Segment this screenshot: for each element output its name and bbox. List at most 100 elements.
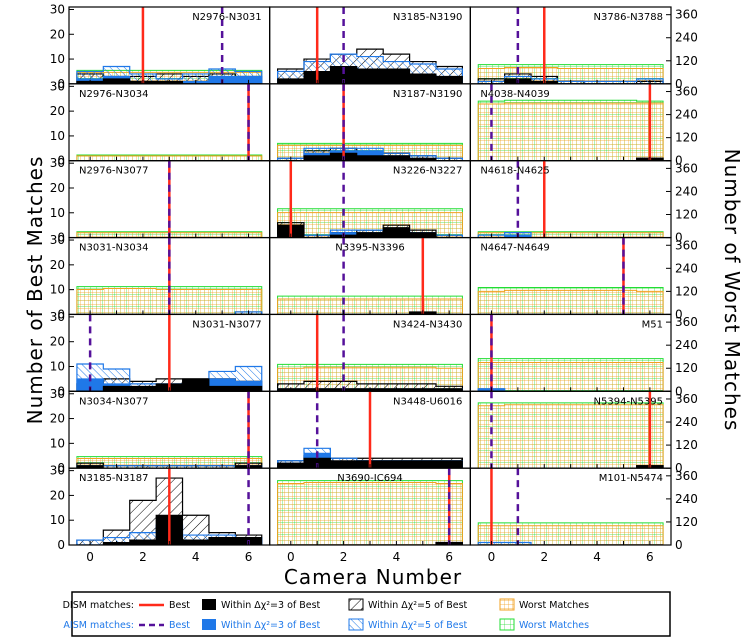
panel-plot-area [76, 237, 263, 315]
right-tick-label: 240 [675, 492, 698, 506]
panel-pair-label: N2976-N3031 [192, 12, 261, 23]
left-tick-label: 10 [50, 52, 65, 66]
right-tick-label: 360 [675, 392, 698, 406]
panel-n3448-u6016: N3448-U6016 [269, 390, 471, 469]
right-tick-label: 360 [675, 8, 698, 22]
legend-dism-worst-swatch [499, 598, 515, 611]
panel-plot-area [477, 391, 664, 469]
dism-within3-histogram [277, 224, 463, 238]
left-tick-label: 10 [50, 359, 65, 373]
panel-n3185-n3187: N3185-N3187 [68, 467, 271, 546]
panel-plot-area [276, 391, 464, 469]
left-tick-label: 10 [50, 129, 65, 143]
right-tick-label: 120 [675, 208, 698, 222]
panel-n3395-n3396: N3395-N3396 [269, 236, 471, 316]
legend: DISM matches: Best Within Δχ²=3 of Best … [63, 591, 671, 637]
left-tick-label: 0 [57, 154, 65, 168]
left-tick-label: 10 [50, 206, 65, 220]
panel-pair-label: N3226-N3227 [393, 166, 462, 177]
x-tick-label: 0 [488, 550, 496, 564]
panel-pair-label: M101-N5474 [599, 473, 663, 484]
left-tick-label: 30 [50, 79, 65, 93]
panel-plot-area [76, 468, 263, 545]
y-axis-title-right: Number of Worst Matches [720, 149, 744, 432]
left-tick-label: 10 [50, 283, 65, 297]
dism-worst-histogram [477, 102, 664, 161]
panel-plot-area [477, 468, 664, 545]
dism-worst-histogram [277, 298, 463, 315]
legend-aism-worst-swatch [499, 618, 515, 631]
panel-plot-area [477, 237, 664, 315]
x-axis-title: Camera Number [284, 565, 462, 589]
legend-frame [71, 591, 671, 637]
right-tick-label: 0 [675, 77, 683, 91]
x-tick-label: 2 [139, 550, 147, 564]
legend-dism-best-label: Best [169, 600, 190, 611]
legend-aism-within5-swatch [348, 618, 364, 631]
left-tick-label: 0 [57, 231, 65, 245]
left-tick-label: 20 [50, 335, 65, 349]
x-tick-label: 4 [393, 550, 401, 564]
left-tick-label: 10 [50, 436, 65, 450]
panel-plot-area [276, 83, 464, 161]
panel-pair-label: N2976-N3077 [79, 166, 148, 177]
right-tick-label: 240 [675, 31, 698, 45]
legend-dism-row-label: DISM matches: [63, 600, 134, 611]
panel-pair-label: N3786-N3788 [594, 12, 663, 23]
x-tick-label: 2 [340, 550, 348, 564]
legend-dism-within5-swatch [348, 598, 364, 611]
legend-aism-row-label: AISM matches: [63, 620, 134, 631]
left-tick-label: 20 [50, 412, 65, 426]
panel-pair-label: N3185-N3190 [393, 12, 462, 23]
right-tick-label: 240 [675, 184, 698, 198]
y-axis-title-left: Number of Best Matches [23, 156, 47, 425]
left-tick-label: 30 [50, 233, 65, 247]
legend-aism-within3-label: Within Δχ²=3 of Best [221, 620, 321, 631]
right-tick-label: 0 [675, 461, 683, 475]
dism-within3-histogram [277, 66, 463, 84]
panel-n3786-n3788: N3786-N3788 [469, 6, 672, 85]
right-tick-label: 0 [675, 538, 683, 552]
right-tick-label: 0 [675, 231, 683, 245]
panel-n3031-n3034: N3031-N3034 [68, 236, 271, 316]
x-tick-label: 6 [245, 550, 253, 564]
right-tick-label: 360 [675, 315, 698, 329]
panel-grid: N2976-N3031 N3185-N3190 N3786-N3788N2976-N… [68, 6, 672, 546]
panel-n3031-n3077: N3031-N3077 [68, 313, 271, 392]
panel-m101-n5474: M101-N5474 [469, 467, 672, 546]
panel-n2976-n3031: N2976-N3031 [68, 6, 271, 85]
panel-n4038-n4039: N4038-N4039 [469, 83, 672, 162]
right-tick-label: 360 [675, 85, 698, 99]
panel-n3226-n3227: N3226-N3227 [269, 160, 471, 239]
legend-aism-worst-label: Worst Matches [519, 620, 589, 631]
right-tick-label: 240 [675, 108, 698, 122]
panel-n3185-n3190: N3185-N3190 [269, 6, 471, 85]
right-tick-label: 240 [675, 261, 698, 275]
right-y-axis-ticks: 0120240360012024036001202403600120240360… [666, 8, 698, 552]
right-tick-label: 120 [675, 515, 698, 529]
panel-pair-label: N3034-N3077 [79, 396, 148, 407]
right-tick-label: 120 [675, 54, 698, 68]
x-tick-label: 4 [593, 550, 601, 564]
left-tick-label: 20 [50, 27, 65, 41]
legend-aism-within3-swatch [202, 619, 216, 630]
panel-pair-label: N3395-N3396 [335, 243, 404, 254]
left-tick-label: 30 [50, 2, 65, 16]
legend-aism-best-label: Best [169, 620, 190, 631]
left-tick-label: 20 [50, 258, 65, 272]
panel-plot-area [477, 314, 664, 392]
legend-dism-within5-label: Within Δχ²=5 of Best [368, 600, 468, 611]
panel-pair-label: N4618-N4625 [480, 166, 549, 177]
right-tick-label: 120 [675, 438, 698, 452]
right-tick-label: 120 [675, 131, 698, 145]
panel-pair-label: N3448-U6016 [393, 396, 462, 407]
left-tick-label: 0 [57, 461, 65, 475]
panel-frame [469, 467, 672, 546]
panel-n5394-n5395: N5394-N5395 [469, 390, 672, 469]
left-tick-label: 0 [57, 538, 65, 552]
left-tick-label: 20 [50, 181, 65, 195]
panel-n2976-n3077: N2976-N3077 [68, 160, 271, 239]
x-tick-label: 2 [540, 550, 548, 564]
